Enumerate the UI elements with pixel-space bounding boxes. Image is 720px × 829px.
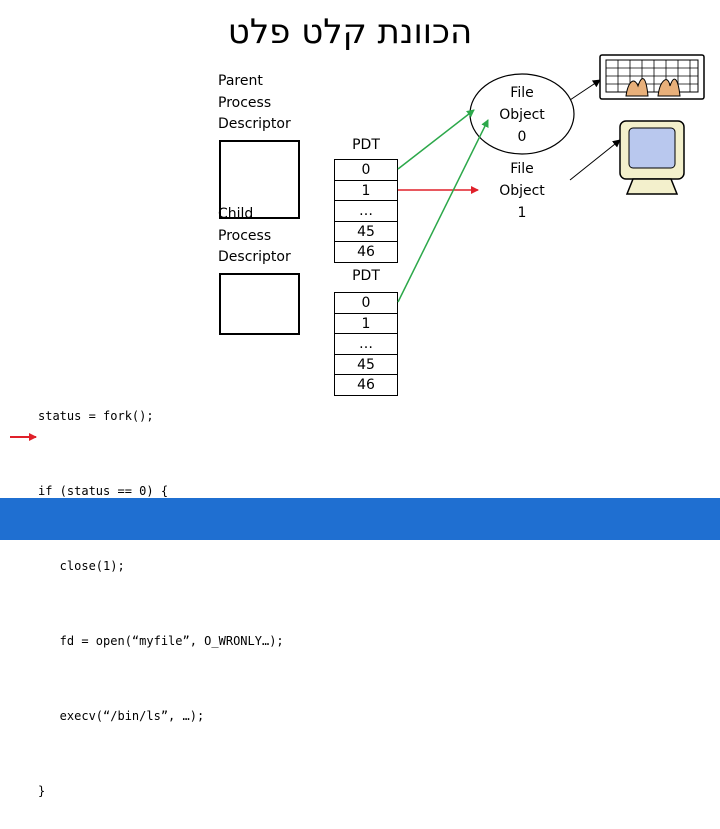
pdt-top-row: 46 <box>357 244 375 261</box>
parent-label-line: Parent <box>218 73 263 89</box>
file-object-1-label: File Object 1 <box>470 158 574 224</box>
footer-bar <box>0 498 720 540</box>
child-label-line: Process <box>218 227 272 244</box>
pdt-bottom-row: 0 <box>335 293 397 314</box>
pdt-top-title: PDT <box>352 137 380 153</box>
child-label-line: Child <box>218 206 254 222</box>
arrows-layer <box>10 79 621 441</box>
arrow-pdt-bottom-0-to-file-object-0 <box>397 119 489 303</box>
file-object-1-line: 1 <box>517 205 527 221</box>
code-line: if (status == 0) { <box>38 484 169 498</box>
arrow-to-monitor <box>569 139 621 181</box>
file-object-0-label: File Object 0 <box>470 82 574 148</box>
file-object-1-line: File <box>510 161 534 177</box>
monitor-icon <box>619 120 685 195</box>
file-object-1-line: Object <box>499 183 545 199</box>
pdt-top-row: 1 <box>335 181 397 202</box>
slide-title: הכוונת קלט פלט <box>227 12 473 52</box>
child-process-label: Child Process Descriptor <box>218 204 291 269</box>
child-label-line: Descriptor <box>218 249 291 265</box>
file-object-0-line: 0 <box>517 129 527 145</box>
arrow-to-keyboard <box>569 79 601 101</box>
file-object-0-line: File <box>510 85 534 101</box>
pdt-top-row: … <box>335 201 397 222</box>
pdt-bottom-row: 46 <box>357 377 375 394</box>
pdt-top-row: 45 <box>335 222 397 243</box>
parent-process-label: Parent Process Descriptor <box>218 71 291 136</box>
pdt-bottom-row: … <box>335 334 397 355</box>
pdt-top-table: 0 1 … 45 46 <box>334 159 398 263</box>
pdt-bottom-row: 45 <box>335 355 397 376</box>
code-line: status = fork(); <box>38 409 154 423</box>
arrow-pdt-top-0-to-file-object-0 <box>397 109 475 170</box>
pdt-top-row: 0 <box>335 160 397 181</box>
parent-process-box <box>219 140 300 219</box>
file-object-0-line: Object <box>499 107 545 123</box>
pdt-bottom-table: 0 1 … 45 46 <box>334 292 398 396</box>
code-line: } <box>38 784 46 798</box>
code-line: execv(“/bin/ls”, …); <box>38 709 205 723</box>
parent-label-line: Process <box>218 94 272 111</box>
code-block: status = fork(); if (status == 0) { clos… <box>38 354 284 829</box>
child-process-box <box>219 273 300 335</box>
pdt-bottom-title: PDT <box>352 268 380 284</box>
parent-label-line: Descriptor <box>218 116 291 132</box>
pdt-bottom-row: 1 <box>335 314 397 335</box>
code-line: close(1); <box>38 559 125 573</box>
code-line: fd = open(“myfile”, O_WRONLY…); <box>38 634 284 648</box>
keyboard-icon <box>599 54 705 100</box>
